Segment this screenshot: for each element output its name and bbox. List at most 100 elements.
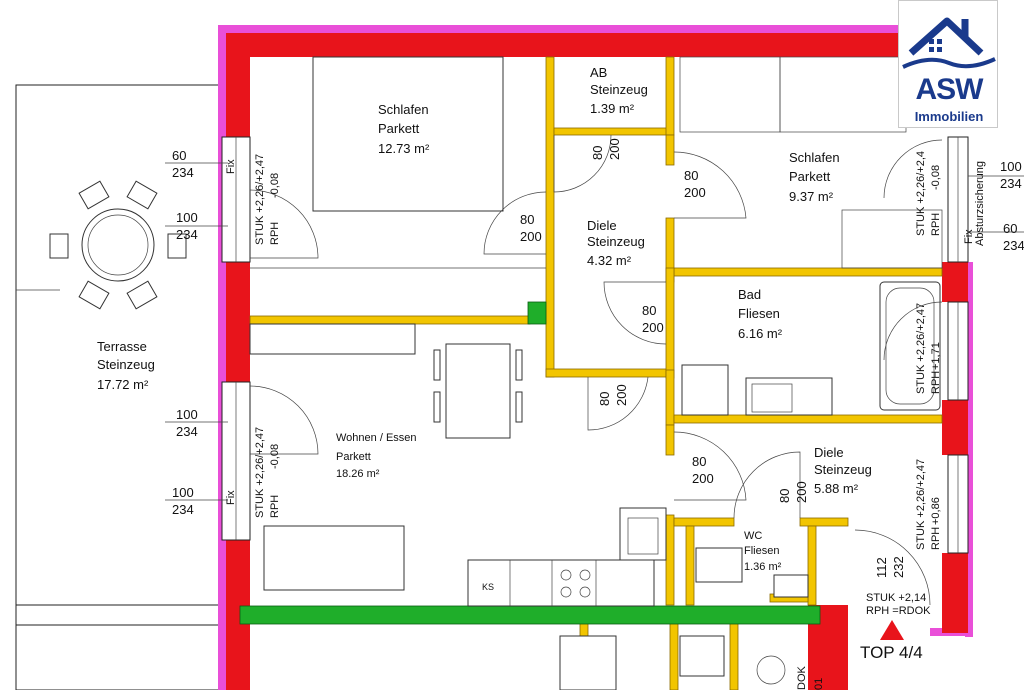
green-beams [239,301,821,625]
svg-text:RPH: RPH [269,222,281,245]
room-floor: Steinzeug [587,234,645,249]
svg-text:Fix: Fix [963,229,975,244]
svg-text:100: 100 [176,407,198,422]
windows-left [221,136,969,554]
svg-text:STUK +2,14: STUK +2,14 [866,592,926,604]
room-floor: Fliesen [738,306,780,321]
ks-label: KS [482,582,494,592]
room-floor: Steinzeug [590,82,648,97]
room-name: Bad [738,287,761,302]
door-dim-wohnen: 80 200 [597,384,629,406]
svg-text:01: 01 [813,678,825,690]
svg-text:200: 200 [794,481,809,503]
svg-text:80: 80 [520,212,534,227]
room-area: 17.72 m² [97,377,149,392]
svg-text:232: 232 [891,556,906,578]
svg-text:60: 60 [1003,221,1017,236]
room-area: 9.37 m² [789,189,834,204]
logo-subtitle: Immobilien [914,109,984,124]
svg-text:RPH: RPH [930,371,942,394]
room-name: Diele [587,218,617,233]
svg-text:Absturzsicherung: Absturzsicherung [974,161,986,246]
room-schlafen-1: Schlafen Parkett 12.73 m² [378,102,430,156]
company-logo: ASW Immobilien [898,0,998,128]
svg-text:80: 80 [597,392,612,406]
terrace [15,84,223,690]
svg-text:-0,08: -0,08 [269,444,281,469]
room-area: 12.73 m² [378,141,430,156]
svg-text:100: 100 [172,485,194,500]
unit-label: TOP 4/4 [860,643,923,662]
sill-label-a: STUK +2,26/+2,47 RPH -0,08 [254,154,281,245]
room-wohnen: Wohnen / Essen Parkett 18.26 m² [336,432,417,480]
window-leaders [165,162,1024,501]
svg-text:-0,08: -0,08 [269,173,281,198]
door-dim-wc: 80 200 [777,481,809,503]
table-icon [49,180,187,310]
svg-text:234: 234 [172,165,194,180]
room-area: 4.32 m² [587,253,632,268]
window-dim-4: 100 234 [172,485,194,517]
svg-text:+1,71: +1,71 [930,342,942,370]
logo-name: ASW [915,73,984,106]
svg-text:STUK +2,26/+2,47: STUK +2,26/+2,47 [915,303,927,394]
window-dim-1: 60 234 [172,148,194,180]
room-floor: Fliesen [744,545,779,557]
sill-label-c: STUK +2,26/+2,4 RPH -0,08 [915,151,942,236]
sill-label-d: STUK +2,26/+2,47 RPH +1,71 [915,303,942,394]
svg-text:100: 100 [1000,159,1022,174]
svg-text:234: 234 [172,502,194,517]
window-dim-right-1: 100 234 [1000,159,1022,191]
svg-text:200: 200 [614,384,629,406]
svg-text:RPH: RPH [930,527,942,550]
door-swings [249,134,943,606]
svg-text:STUK +2,26/+2,47: STUK +2,26/+2,47 [254,154,266,245]
room-area: 18.26 m² [336,468,380,480]
svg-text:STUK +2,26/+2,47: STUK +2,26/+2,47 [915,459,927,550]
svg-text:+0,86: +0,86 [930,497,942,525]
svg-text:RPH: RPH [269,495,281,518]
room-floor: Parkett [789,169,831,184]
svg-text:Fix: Fix [225,159,237,174]
svg-text:200: 200 [692,471,714,486]
house-logo-icon [902,17,996,69]
room-name: Diele [814,445,844,460]
entrance-marker-icon [880,620,904,640]
svg-text:RPH: RPH [930,213,942,236]
room-terrasse: Terrasse Steinzeug 17.72 m² [97,339,155,392]
svg-text:234: 234 [176,424,198,439]
door-dim-ab: 80 200 [590,138,622,160]
door-dim-schlafen-1: 80 200 [520,212,542,244]
room-name: Wohnen / Essen [336,432,417,444]
room-area: 1.39 m² [590,101,635,116]
svg-text:200: 200 [520,229,542,244]
svg-text:STUK +2,26/+2,47: STUK +2,26/+2,47 [254,427,266,518]
svg-text:112: 112 [874,557,889,578]
svg-text:STUK +2,26/+2,4: STUK +2,26/+2,4 [915,151,927,236]
entry-labels: STUK +2,14 RPH =RDOK DOK 01 [796,592,931,690]
furniture [249,56,943,690]
exterior-walls [226,33,968,690]
room-name: WC [744,530,762,542]
svg-text:60: 60 [172,148,186,163]
svg-text:RPH =RDOK: RPH =RDOK [866,605,931,617]
sill-label-e: STUK +2,26/+2,47 RPH +0,86 [915,459,942,550]
room-wc: WC Fliesen 1.36 m² [744,530,782,573]
room-floor: Steinzeug [97,357,155,372]
window-dim-3: 100 234 [176,407,198,439]
svg-text:80: 80 [590,146,605,160]
sill-label-b: STUK +2,26/+2,47 RPH -0,08 [254,427,281,518]
room-floor: Parkett [378,121,420,136]
room-ab: AB Steinzeug 1.39 m² [590,65,648,116]
room-area: 1.36 m² [744,561,782,573]
window-dim-2: 100 234 [176,210,198,242]
svg-text:200: 200 [684,185,706,200]
window-dim-right-2: 60 234 [1003,221,1024,253]
room-floor: Steinzeug [814,462,872,477]
svg-text:DOK: DOK [796,666,808,690]
room-name: AB [590,65,607,80]
svg-text:200: 200 [607,138,622,160]
room-diele-1: Diele Steinzeug 4.32 m² [587,218,645,268]
svg-text:80: 80 [692,454,706,469]
